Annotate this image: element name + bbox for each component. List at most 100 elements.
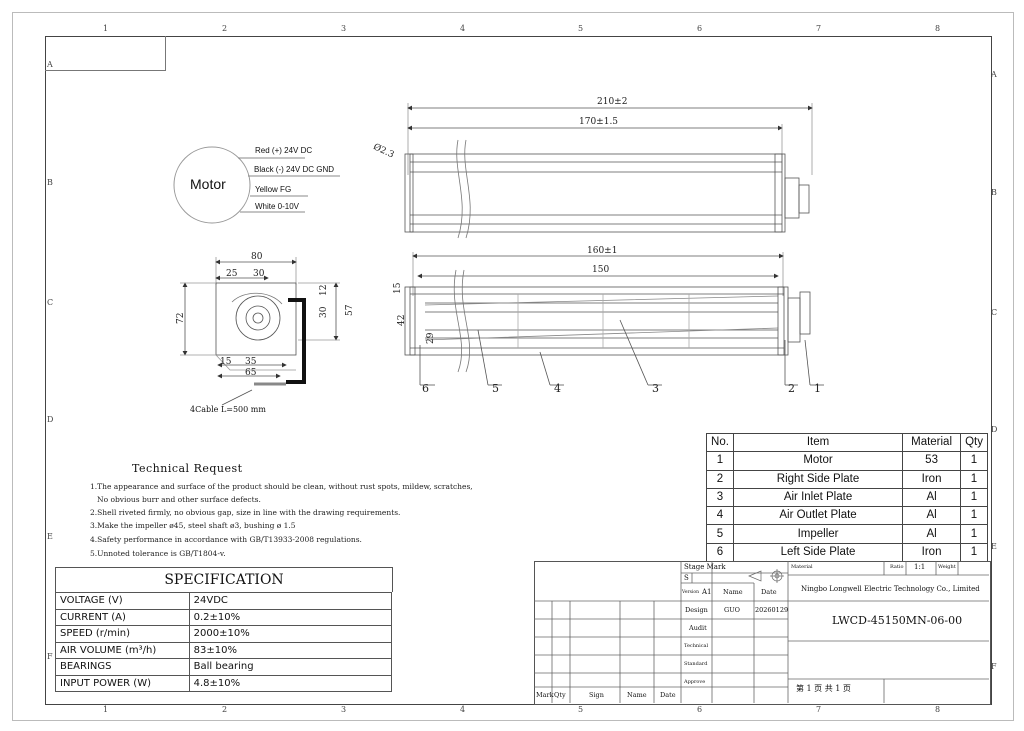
tech-note-line: 2.Shell riveted firmly, no obvious gap, … [90,508,401,517]
zone-row-left: F [47,652,53,661]
balloon-5: 5 [492,382,499,395]
bom-cell: 3 [706,487,734,508]
tb-designer: GUO [724,606,740,614]
bom-cell: 1 [960,487,988,508]
spec-row: CURRENT (A)0.2±10% [55,608,393,626]
dim-57: 57 [345,304,355,316]
spec-cell: 0.2±10% [188,608,393,626]
corner-box [45,36,166,71]
spec-cell: 4.8±10% [188,674,393,692]
bom-cell: 53 [902,451,962,471]
tb-name-col-label: Name [627,691,647,699]
tech-note-line: 1.The appearance and surface of the prod… [90,482,473,491]
zone-col-bottom: 2 [222,705,228,714]
bom-cell: Iron [902,542,962,563]
side-view [180,257,340,406]
bom-cell: Air Outlet Plate [732,506,904,526]
dim-160: 160±1 [587,246,617,256]
zone-col-bottom: 1 [103,705,109,714]
bom-cell: 1 [706,451,734,471]
dim-80: 80 [251,252,263,262]
tech-request-title: Technical Request [132,462,243,475]
zone-col-top: 7 [816,24,822,33]
motor-wiring-diagram [173,146,340,224]
dim-15b: 15 [220,357,232,367]
outer-border [12,12,1014,721]
spec-cell: BEARINGS [55,658,190,676]
spec-cell: AIR VOLUME (m³/h) [55,641,190,659]
tb-audit-label: Audit [689,624,707,632]
bom-cell: Impeller [732,524,904,544]
dim-150: 150 [592,265,609,275]
front-view [404,252,824,386]
motor-label: Motor [190,176,226,192]
zone-row-left: E [47,532,53,541]
tb-version: A1 [702,588,712,596]
spec-cell: Ball bearing [188,658,393,676]
tb-company: Ningbo Longwell Electric Technology Co.,… [801,585,980,593]
tech-note-line: 3.Make the impeller ø45, steel shaft ø3,… [90,521,296,530]
bom-header-cell: Qty [960,432,988,453]
spec-row: INPUT POWER (W)4.8±10% [55,674,393,692]
motor-wire-label: Black (-) 24V DC GND [254,165,335,174]
spec-cell: 24VDC [188,592,393,610]
balloon-6: 6 [422,382,429,395]
bom-cell: Al [902,506,962,526]
zone-col-bottom: 3 [341,705,347,714]
part-balloons: 6 5 4 3 2 1 [422,382,821,395]
spec-cell: VOLTAGE (V) [55,592,190,610]
title-block [534,561,991,705]
spec-cell: SPEED (r/min) [55,625,190,643]
spec-cell: 83±10% [188,641,393,659]
zone-col-top: 3 [341,24,347,33]
dim-15: 15 [393,282,403,294]
bom-cell: 1 [960,469,988,489]
tb-sheet: 第 1 页 共 1 页 [796,684,851,693]
zone-row-right: A [991,70,997,79]
spec-cell: 2000±10% [188,625,393,643]
bom-cell: 1 [960,506,988,526]
tb-date-col-label: Date [660,691,676,699]
zone-row-left: C [47,298,54,307]
zone-col-bottom: 6 [697,705,703,714]
bom-cell: Iron [902,469,962,489]
zone-row-right: C [991,308,998,317]
bom-cell: Right Side Plate [732,469,904,489]
bom-cell: 1 [960,524,988,544]
zone-col-top: 1 [103,24,109,33]
tb-name-label: Name [723,588,743,596]
tb-version-label: Version [682,590,700,595]
tb-design-label: Design [685,606,708,614]
dim-72: 72 [176,313,186,324]
zone-row-right: B [991,188,997,197]
zone-row-right: D [991,425,998,434]
zone-col-top: 4 [460,24,466,33]
balloon-2: 2 [788,382,795,395]
tb-ratio-label: Ratio [890,564,904,570]
zone-col-top: 5 [578,24,584,33]
tech-note-line: No obvious burr and other surface defect… [97,495,261,504]
tb-sign-label: Sign [589,691,604,699]
zone-col-bottom: 8 [935,705,941,714]
spec-row: AIR VOLUME (m³/h)83±10% [55,641,393,659]
spec-row: VOLTAGE (V)24VDC [55,592,393,610]
tb-material-label: Material [791,564,813,570]
bom-cell: Al [902,524,962,544]
bom-header-cell: Item [732,432,904,453]
dim-65: 65 [245,368,257,378]
motor-wire-label: Red (+) 24V DC [255,146,313,155]
bom-cell: 1 [960,542,988,563]
dim-dia: Ø2.3 [371,141,396,160]
bom-cell: 5 [706,524,734,544]
zone-col-top: 6 [697,24,703,33]
spec-cell: INPUT POWER (W) [55,674,190,692]
tb-stage-mark: Stage Mark [684,563,726,571]
tb-mark-label: Mark [536,691,554,699]
zone-col-bottom: 5 [578,705,584,714]
tech-note-line: 5.Unnoted tolerance is GB/T1804-v. [90,549,226,558]
